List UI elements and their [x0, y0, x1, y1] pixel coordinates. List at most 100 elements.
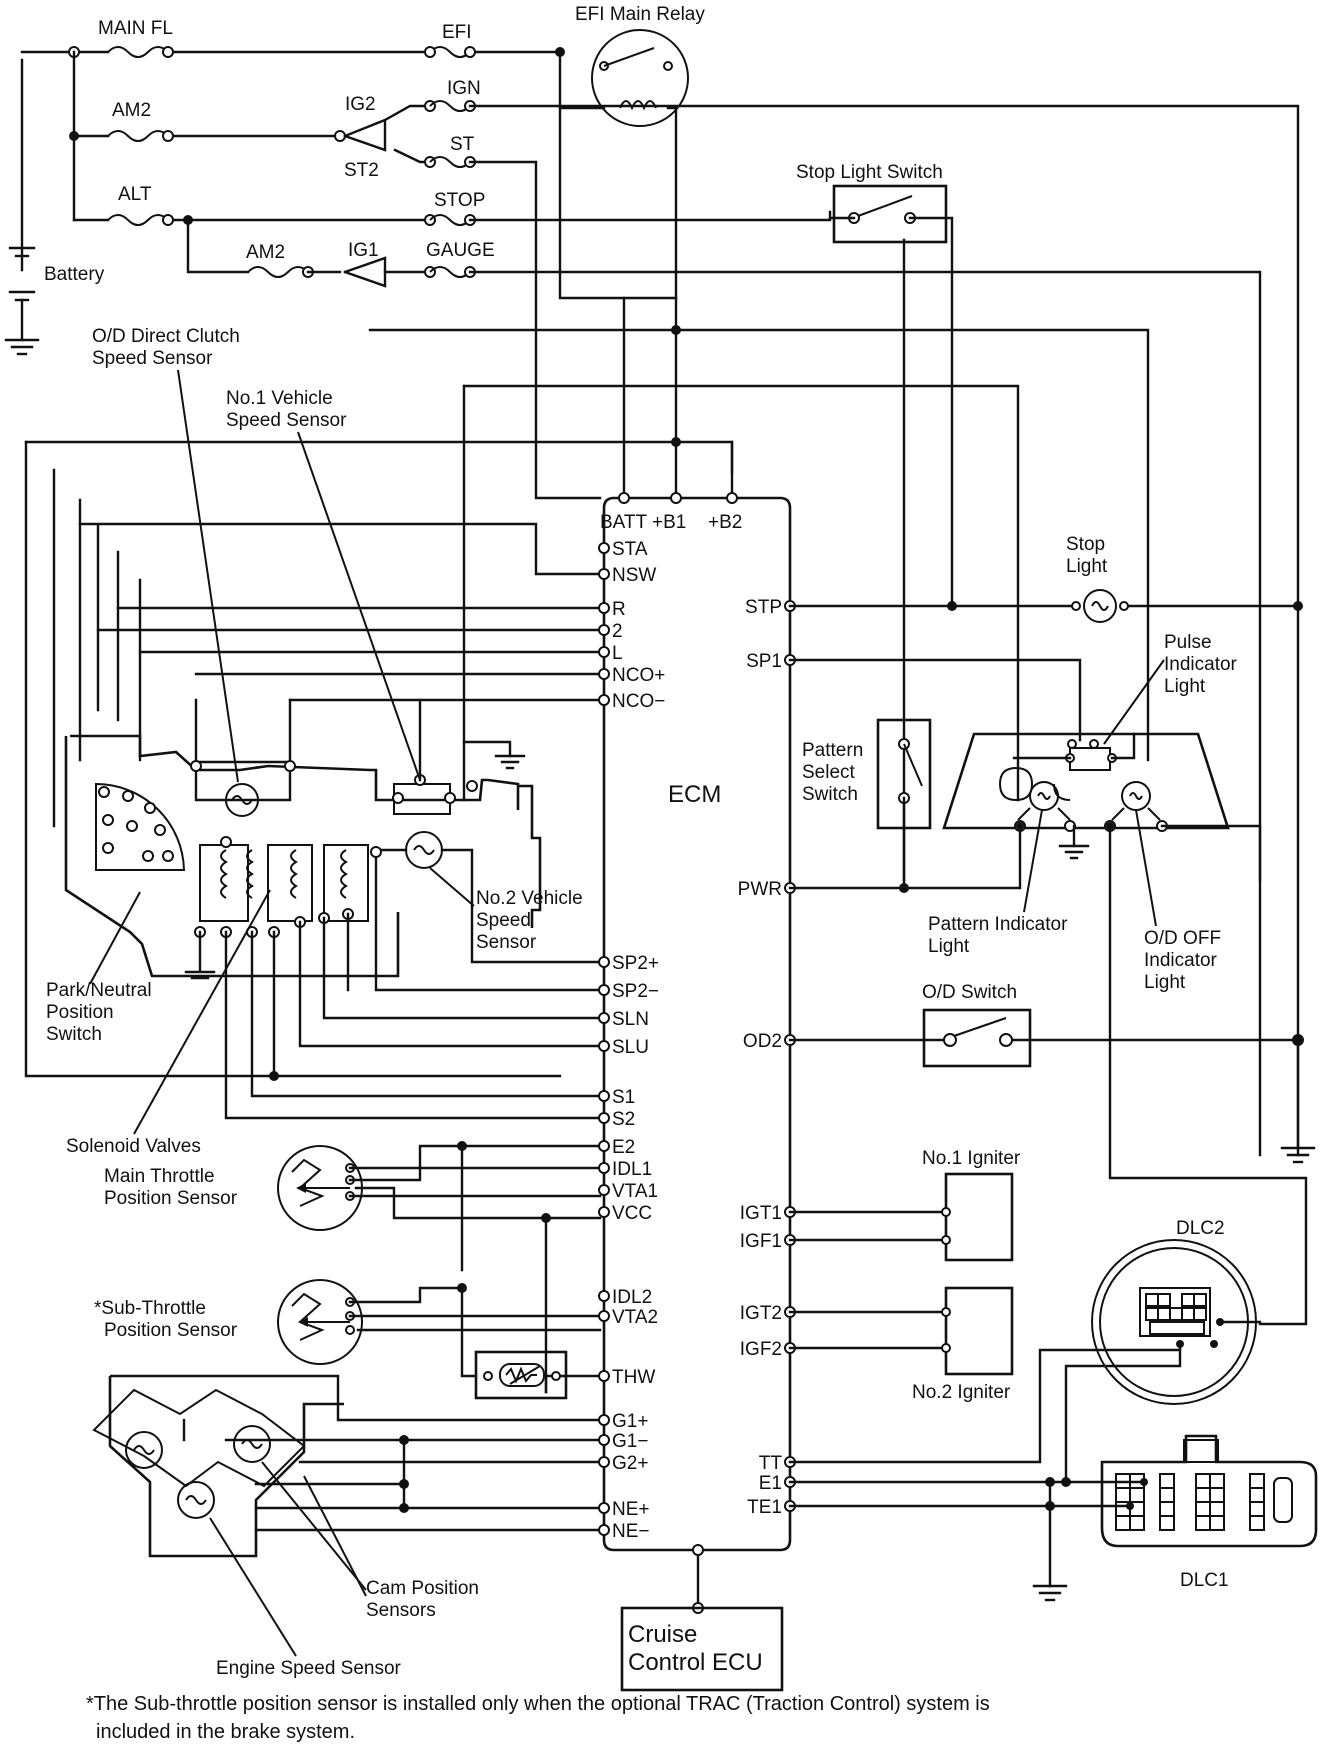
ecm-right-terminal-label: OD2: [743, 1031, 782, 1052]
ecm-left-terminal-label: NCO+: [612, 665, 665, 686]
ecm-left-terminal-label: R: [612, 599, 626, 620]
ecm-left-pin: [598, 1206, 610, 1218]
ecm-top-pin: [726, 492, 738, 504]
label-od-off-1: O/D OFF: [1144, 928, 1221, 949]
label-od-direct-clutch-1: O/D Direct Clutch: [92, 326, 240, 347]
label-sub-tps-2: Position Sensor: [104, 1320, 238, 1341]
footnote-line-1: *The Sub-throttle position sensor is ins…: [86, 1693, 990, 1715]
ecm-right-terminal-label: IGT2: [740, 1303, 782, 1324]
label-pattern-select-3: Switch: [802, 784, 858, 805]
label-pulse-2: Indicator: [1164, 654, 1238, 675]
ecm-left-pin: [598, 602, 610, 614]
ecm-left-pin: [598, 956, 610, 968]
ecm-left-pin: [598, 668, 610, 680]
label-pattern-ind-1: Pattern Indicator: [928, 914, 1068, 935]
ecm-top-terminal-label: +B1: [652, 512, 686, 533]
label-st2: ST2: [344, 160, 379, 181]
label-dlc1: DLC1: [1180, 1570, 1229, 1591]
ecm-left-terminals: STANSWR2LNCO+NCO−SP2+SP2−SLNSLUS1S2E2IDL…: [598, 539, 665, 1542]
ecm-left-pin: [598, 1502, 610, 1514]
ecm-left-terminal-label: SP2−: [612, 981, 659, 1002]
label-park-neutral-1: Park/Neutral: [46, 980, 152, 1001]
ecm-right-terminal-label: IGT1: [740, 1203, 782, 1224]
label-gauge: GAUGE: [426, 240, 495, 261]
ecm-right-terminal-label: TT: [759, 1453, 783, 1474]
ecm-left-terminal-label: E2: [612, 1137, 635, 1158]
label-main-tps-1: Main Throttle: [104, 1166, 215, 1187]
ecm-right-terminal-label: STP: [745, 597, 782, 618]
ecm-left-terminal-label: THW: [612, 1367, 655, 1388]
ecm-left-terminal-label: NE+: [612, 1499, 650, 1520]
ecm-left-terminal-label: 2: [612, 621, 623, 642]
label-cruise-1: Cruise: [628, 1621, 697, 1648]
label-no1-igniter: No.1 Igniter: [922, 1148, 1021, 1169]
ecm-left-terminal-label: G1+: [612, 1411, 648, 1432]
ecm-left-pin: [598, 568, 610, 580]
label-efi: EFI: [442, 22, 472, 43]
label-no2-igniter: No.2 Igniter: [912, 1382, 1011, 1403]
label-dlc2: DLC2: [1176, 1218, 1225, 1239]
ecm-left-pin: [598, 1012, 610, 1024]
transmission-sensors-section: O/D Direct Clutch Speed Sensor No.1 Vehi…: [24, 326, 602, 1157]
ecm-left-terminal-label: G2+: [612, 1453, 648, 1474]
ecm-left-terminal-label: S2: [612, 1109, 635, 1130]
label-am2-a: AM2: [112, 100, 151, 121]
top-labels: MAIN FL EFI EFI Main Relay AM2 IG2 IGN S…: [44, 4, 943, 285]
ecm-title: ECM: [668, 781, 721, 808]
label-ig2: IG2: [345, 94, 376, 115]
label-ig1: IG1: [348, 240, 379, 261]
label-am2-b: AM2: [246, 242, 285, 263]
ecm-left-terminal-label: G1−: [612, 1431, 648, 1452]
ecm-left-pin: [598, 1140, 610, 1152]
ecm-top-terminals: BATT+B1+B2: [600, 492, 742, 533]
label-pattern-ind-2: Light: [928, 936, 970, 957]
ecm-left-terminal-label: VTA2: [612, 1307, 658, 1328]
ecm-top-terminal-label: BATT: [600, 512, 648, 533]
label-od-off-2: Indicator: [1144, 950, 1218, 971]
ecm-left-terminal-label: SLU: [612, 1037, 649, 1058]
ecm-right-terminal-label: TE1: [747, 1497, 782, 1518]
ecm-left-pin: [598, 1112, 610, 1124]
label-cam-position-2: Sensors: [366, 1600, 436, 1621]
ecm-left-pin: [598, 1414, 610, 1426]
label-main-fl: MAIN FL: [98, 18, 173, 39]
ecm-left-terminal-label: VCC: [612, 1203, 652, 1224]
ecm-left-pin: [598, 1090, 610, 1102]
label-park-neutral-3: Switch: [46, 1024, 102, 1045]
ecm-left-terminal-label: VTA1: [612, 1181, 658, 1202]
label-no2-vss-3: Sensor: [476, 932, 537, 953]
ecm-left-pin: [598, 694, 610, 706]
label-pulse-1: Pulse: [1164, 632, 1212, 653]
ecm-left-pin: [598, 1310, 610, 1322]
label-park-neutral-2: Position: [46, 1002, 114, 1023]
ecm-right-terminal-label: PWR: [738, 879, 782, 900]
ecm-right-terminal-label: IGF1: [740, 1231, 782, 1252]
ecm-left-pin: [598, 1290, 610, 1302]
ecm-left-terminal-label: S1: [612, 1087, 635, 1108]
ecm-left-terminal-label: NCO−: [612, 691, 665, 712]
right-circuit-section: Stop Light Pulse Indicator Light: [788, 534, 1318, 1602]
ecm-right-terminal-label: IGF2: [740, 1339, 782, 1360]
ecm-left-terminal-label: IDL2: [612, 1287, 652, 1308]
label-efi-main-relay: EFI Main Relay: [575, 4, 705, 25]
ecm-right-terminal-label: SP1: [746, 651, 782, 672]
label-no1-vss-2: Speed Sensor: [226, 410, 347, 431]
ecm-left-pin: [598, 1184, 610, 1196]
label-stop-light-1: Stop: [1066, 534, 1105, 555]
ecm-left-pin: [598, 542, 610, 554]
ecm-left-pin: [598, 624, 610, 636]
label-od-off-3: Light: [1144, 972, 1186, 993]
label-stop-light-switch: Stop Light Switch: [796, 162, 943, 183]
label-battery: Battery: [44, 264, 105, 285]
ecm-left-pin: [598, 646, 610, 658]
label-cam-position-1: Cam Position: [366, 1578, 479, 1599]
label-pattern-select-1: Pattern: [802, 740, 863, 761]
ecm-top-pin: [670, 492, 682, 504]
footnote-line-2: included in the brake system.: [96, 1721, 355, 1743]
label-ign: IGN: [447, 78, 481, 99]
label-alt: ALT: [118, 184, 152, 205]
ecm-left-pin: [598, 1524, 610, 1536]
label-sub-tps-1: *Sub-Throttle: [94, 1298, 206, 1319]
ecm-left-pin: [598, 1040, 610, 1052]
